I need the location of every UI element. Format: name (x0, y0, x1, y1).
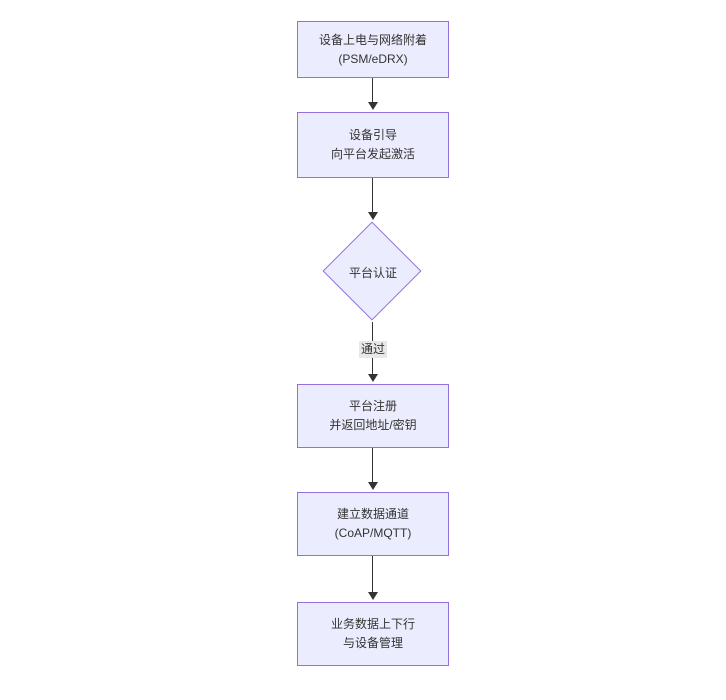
node-text-line: 并返回地址/密钥 (329, 418, 417, 432)
node-platform-register: 平台注册 并返回地址/密钥 (297, 384, 449, 448)
node-data-channel: 建立数据通道 (CoAP/MQTT) (297, 492, 449, 556)
node-text-line: 与设备管理 (342, 636, 403, 650)
node-text-line: 建立数据通道 (336, 507, 409, 521)
edge-line (372, 448, 373, 483)
node-text-line: (CoAP/MQTT) (334, 526, 412, 540)
node-text-line: 向平台发起激活 (330, 147, 415, 161)
node-text-line: 业务数据上下行 (330, 617, 415, 631)
node-text-line: (PSM/eDRX) (338, 51, 408, 66)
arrowhead-down-icon (368, 482, 378, 490)
node-text-line: 设备引导 (348, 128, 397, 142)
edge-label-pass: 通过 (358, 341, 388, 358)
arrowhead-down-icon (368, 374, 378, 382)
node-platform-auth-decision: 平台认证 (322, 221, 424, 323)
edge-line (372, 178, 373, 213)
node-business-data-mgmt: 业务数据上下行 与设备管理 (297, 602, 449, 666)
node-power-on-attach: 设备上电与网络附着 (PSM/eDRX) (297, 21, 449, 78)
node-bootstrap-activate: 设备引导 向平台发起激活 (297, 112, 449, 178)
arrowhead-down-icon (368, 592, 378, 600)
node-text-line: 平台认证 (348, 265, 397, 280)
edge-line (372, 78, 373, 103)
node-text-line: 平台注册 (348, 399, 397, 413)
edge-line (372, 556, 373, 593)
node-text-line: 设备上电与网络附着 (318, 32, 427, 47)
arrowhead-down-icon (368, 102, 378, 110)
arrowhead-down-icon (368, 212, 378, 220)
